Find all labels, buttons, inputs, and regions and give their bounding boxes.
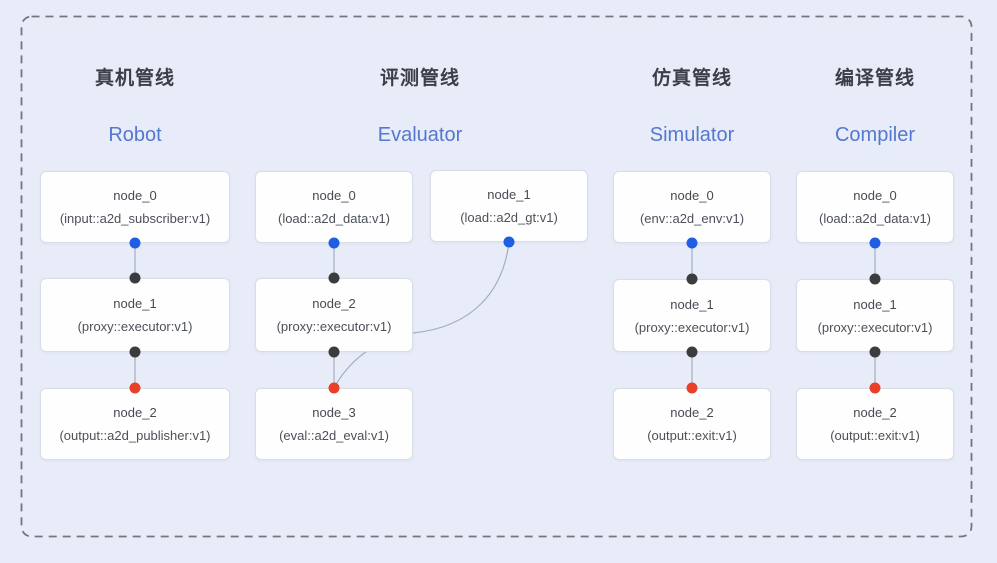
pipeline-title-zh-evaluator: 评测管线 (379, 68, 461, 89)
pipeline-title-en-simulator: Simulator (649, 124, 735, 146)
node-label: node_2 (670, 405, 714, 420)
node-type: (input::a2d_subscriber:v1) (59, 211, 211, 226)
port-dot-mid-evaluator-node2-top (328, 272, 340, 284)
port-dot-sink-compiler-node2 (869, 382, 881, 394)
node-type: (proxy::executor:v1) (817, 319, 933, 335)
port-dot-source-robot-node0 (129, 237, 141, 249)
port-dot-mid-simulator-node1-top (686, 273, 698, 285)
node-box-robot-node1: node_1 (proxy::executor:v1) (40, 278, 230, 352)
node-type: (proxy::executor:v1) (276, 319, 392, 334)
node-label: node_1 (487, 187, 531, 202)
port-dot-mid-simulator-node1-bottom (686, 346, 698, 358)
node-type: (load::a2d_data:v1) (818, 211, 932, 226)
node-label: node_1 (853, 296, 897, 312)
port-dot-source-evaluator-node0 (328, 237, 340, 249)
node-type: (output::exit:v1) (830, 428, 920, 443)
node-type: (proxy::executor:v1) (634, 319, 750, 335)
node-label: node_0 (312, 188, 356, 203)
node-label: node_2 (113, 405, 157, 420)
node-box-compiler-node0: node_0 (load::a2d_data:v1) (796, 171, 954, 243)
node-box-evaluator-node0: node_0 (load::a2d_data:v1) (255, 171, 413, 243)
node-type: (eval::a2d_eval:v1) (279, 428, 389, 443)
port-dot-mid-robot-node1-bottom (129, 346, 141, 358)
node-label: node_1 (113, 296, 157, 311)
node-box-evaluator-node2: node_2 (proxy::executor:v1) (255, 278, 413, 352)
node-box-simulator-node2: node_2 (output::exit:v1) (613, 388, 771, 460)
node-type: (load::a2d_gt:v1) (460, 210, 558, 225)
node-label: node_2 (853, 405, 897, 420)
node-label: node_3 (312, 405, 356, 420)
port-dot-source-compiler-node0 (869, 237, 881, 249)
node-box-evaluator-node3: node_3 (eval::a2d_eval:v1) (255, 388, 413, 460)
node-box-simulator-node0: node_0 (env::a2d_env:v1) (613, 171, 771, 243)
node-box-simulator-node1: node_1 (proxy::executor:v1) (613, 279, 771, 352)
pipeline-title-en-evaluator: Evaluator (377, 124, 463, 146)
pipeline-title-en-robot: Robot (108, 124, 162, 146)
node-label: node_0 (853, 188, 897, 203)
node-box-evaluator-node1: node_1 (load::a2d_gt:v1) (430, 170, 588, 242)
node-label: node_0 (670, 188, 714, 203)
node-box-robot-node0: node_0 (input::a2d_subscriber:v1) (40, 171, 230, 243)
port-dot-source-evaluator-node1 (503, 236, 515, 248)
port-dot-sink-evaluator-node3 (328, 382, 340, 394)
pipeline-title-zh-robot: 真机管线 (94, 68, 176, 89)
port-dot-sink-robot-node2 (129, 382, 141, 394)
port-dot-sink-simulator-node2 (686, 382, 698, 394)
pipeline-title-zh-simulator: 仿真管线 (651, 68, 733, 89)
node-label: node_0 (113, 188, 157, 203)
node-box-robot-node2: node_2 (output::a2d_publisher:v1) (40, 388, 230, 460)
node-box-compiler-node2: node_2 (output::exit:v1) (796, 388, 954, 460)
node-type: (load::a2d_data:v1) (277, 211, 391, 226)
port-dot-source-simulator-node0 (686, 237, 698, 249)
port-dot-mid-compiler-node1-top (869, 273, 881, 285)
node-type: (env::a2d_env:v1) (639, 211, 745, 226)
node-label: node_2 (312, 296, 356, 311)
pipeline-title-zh-compiler: 编译管线 (834, 68, 916, 89)
node-type: (output::exit:v1) (647, 428, 737, 443)
node-type: (proxy::executor:v1) (77, 319, 193, 334)
port-dot-mid-evaluator-node2-bottom (328, 346, 340, 358)
pipeline-title-en-compiler: Compiler (834, 124, 916, 146)
port-dot-mid-robot-node1-top (129, 272, 141, 284)
port-dot-mid-compiler-node1-bottom (869, 346, 881, 358)
node-type: (output::a2d_publisher:v1) (59, 428, 211, 443)
node-label: node_1 (670, 296, 714, 312)
node-box-compiler-node1: node_1 (proxy::executor:v1) (796, 279, 954, 352)
